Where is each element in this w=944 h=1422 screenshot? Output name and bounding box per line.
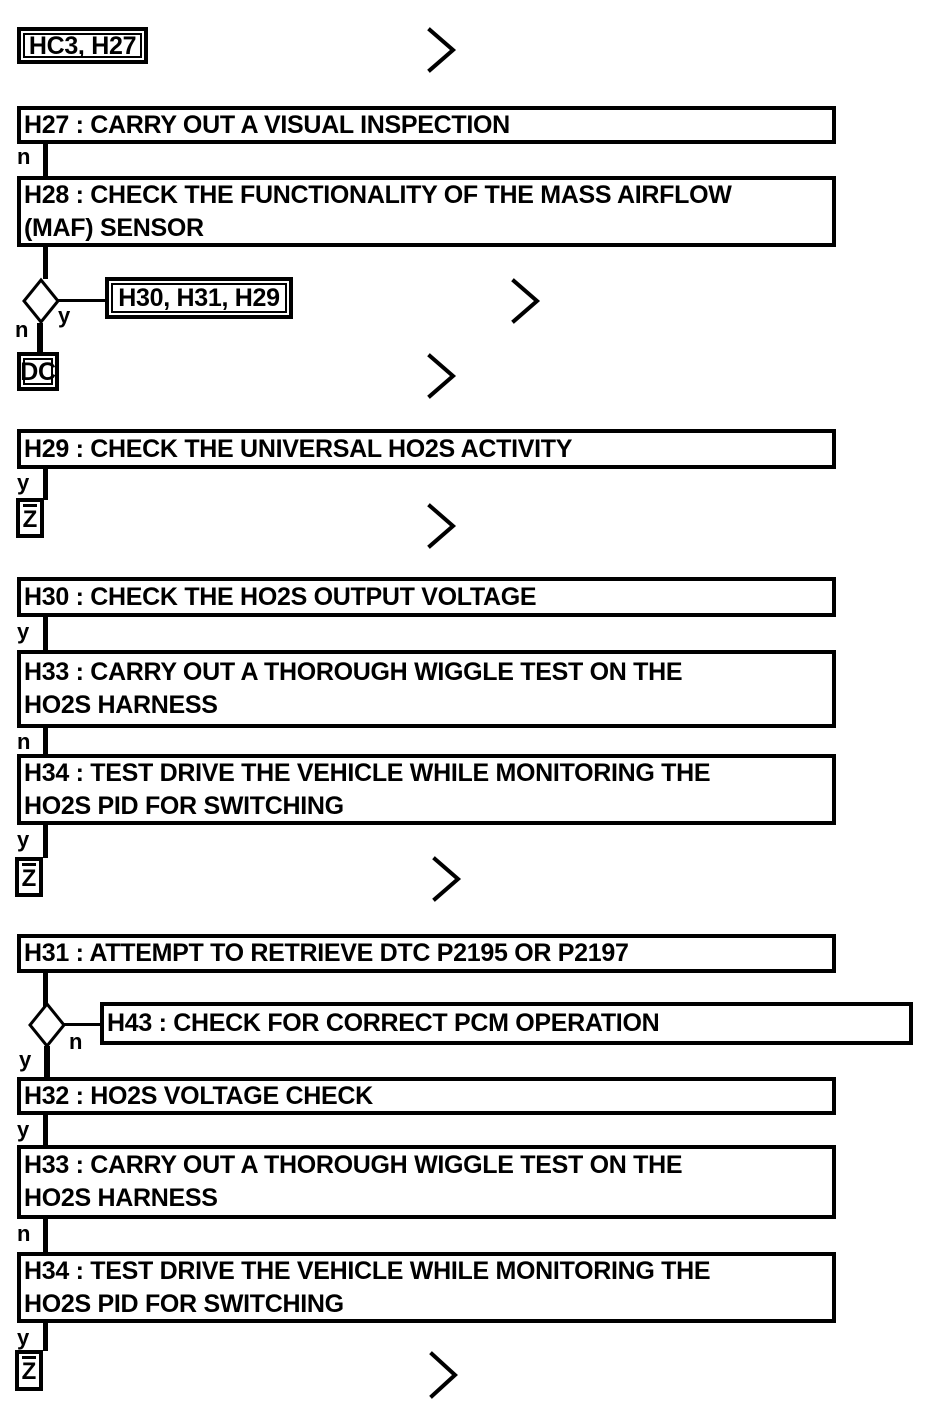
branch-label-yes: y xyxy=(19,1047,32,1072)
connector-line xyxy=(43,1115,48,1145)
ref-box-dc: DC xyxy=(17,352,59,391)
step-box-h27: H27 : CARRY OUT A VISUAL INSPECTION xyxy=(17,106,836,144)
ref-box-entry: HC3, H27 xyxy=(17,27,148,64)
connector-line xyxy=(43,617,48,651)
connector-line xyxy=(44,1046,50,1077)
connector-line xyxy=(43,973,48,1007)
branch-label-no: n xyxy=(17,1221,31,1246)
decision-diamond-icon xyxy=(21,277,61,330)
connector-line xyxy=(43,247,48,279)
step-box-h33: H33 : CARRY OUT A THOROUGH WIGGLE TEST O… xyxy=(17,1145,836,1219)
step-box-h29: H29 : CHECK THE UNIVERSAL HO2S ACTIVITY xyxy=(17,429,836,469)
connector-line xyxy=(64,1023,101,1026)
branch-label-yes: y xyxy=(17,470,30,495)
step-box-h33: H33 : CARRY OUT A THOROUGH WIGGLE TEST O… xyxy=(17,650,836,728)
ref-box-z-label: Z xyxy=(21,863,37,892)
branch-label-yes: y xyxy=(17,1117,30,1142)
branch-label-no: n xyxy=(17,729,31,754)
connector-line xyxy=(43,825,48,858)
continuation-chevron-icon xyxy=(511,278,541,329)
branch-label-no: n xyxy=(69,1029,83,1054)
connector-line xyxy=(43,143,48,177)
ref-box-z: Z xyxy=(15,857,43,897)
connector-line xyxy=(43,469,48,500)
continuation-chevron-icon xyxy=(427,27,457,78)
ref-box-z-label: Z xyxy=(22,504,38,533)
step-box-h34: H34 : TEST DRIVE THE VEHICLE WHILE MONIT… xyxy=(17,1252,836,1323)
ref-box-entry-label: HC3, H27 xyxy=(23,33,142,59)
ref-box-branch-yes-label: H30, H31, H29 xyxy=(111,283,287,313)
branch-label-yes: y xyxy=(17,619,30,644)
connector-line xyxy=(43,1323,48,1351)
connector-line xyxy=(43,1219,48,1252)
connector-line xyxy=(43,728,48,755)
step-box-h34: H34 : TEST DRIVE THE VEHICLE WHILE MONIT… xyxy=(17,754,836,825)
step-box-h43: H43 : CHECK FOR CORRECT PCM OPERATION xyxy=(100,1002,913,1045)
step-box-h31: H31 : ATTEMPT TO RETRIEVE DTC P2195 OR P… xyxy=(17,934,836,973)
branch-label-yes: y xyxy=(58,303,71,328)
ref-box-z: Z xyxy=(15,1350,43,1391)
step-box-h30: H30 : CHECK THE HO2S OUTPUT VOLTAGE xyxy=(17,577,836,617)
connector-line xyxy=(37,323,43,354)
ref-box-z: Z xyxy=(16,498,44,538)
continuation-chevron-icon xyxy=(429,1351,459,1404)
step-box-h28: H28 : CHECK THE FUNCTIONALITY OF THE MAS… xyxy=(17,176,836,247)
connector-line xyxy=(58,299,106,302)
ref-box-dc-label: DC xyxy=(20,357,56,386)
branch-label-yes: y xyxy=(17,1325,30,1350)
step-box-h32: H32 : HO2S VOLTAGE CHECK xyxy=(17,1077,836,1115)
ref-box-branch-yes: H30, H31, H29 xyxy=(105,277,293,319)
continuation-chevron-icon xyxy=(427,503,457,554)
continuation-chevron-icon xyxy=(427,353,457,404)
continuation-chevron-icon xyxy=(432,856,462,907)
branch-label-no: n xyxy=(15,317,29,342)
branch-label-yes: y xyxy=(17,827,30,852)
ref-box-z-label: Z xyxy=(21,1356,37,1385)
branch-label-no: n xyxy=(17,144,31,169)
